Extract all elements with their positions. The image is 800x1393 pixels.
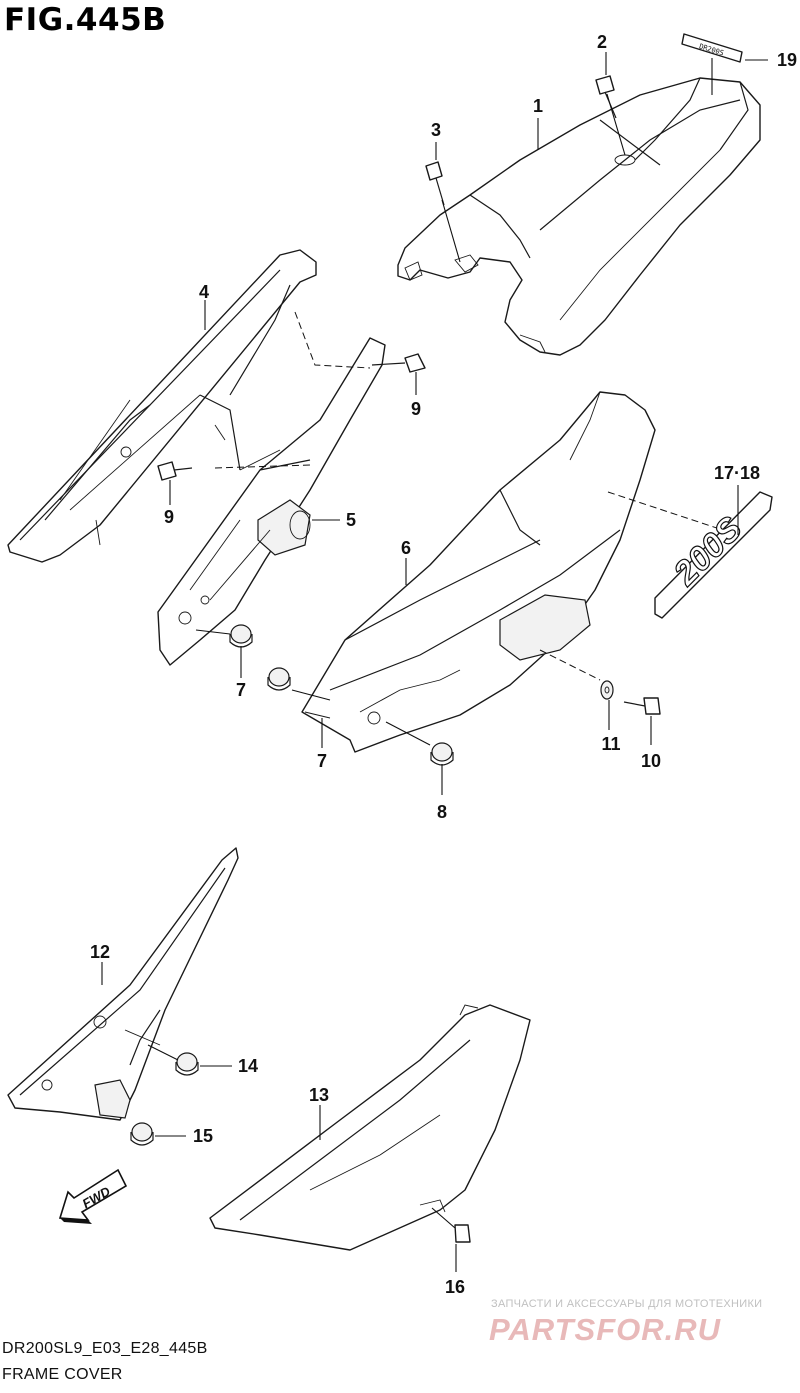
part-7-upper-leader: [195, 629, 231, 635]
part-3-screw[interactable]: [425, 161, 445, 206]
part-7-lower-leader: [291, 689, 331, 701]
part-7-grommet-lower[interactable]: [267, 667, 291, 691]
diagram-name: FRAME COVER: [2, 1366, 123, 1383]
callout-1: 1: [533, 96, 543, 116]
part-12-frame-cover[interactable]: [7, 847, 239, 1121]
callout-8: 8: [437, 802, 447, 822]
part-15-grommet[interactable]: [130, 1122, 154, 1146]
watermark-tagline: ЗАПЧАСТИ И АКСЕССУАРЫ ДЛЯ МОТОТЕХНИКИ: [491, 1298, 763, 1310]
part-11-washer[interactable]: [600, 680, 614, 700]
part-17-18-emblem[interactable]: 200S: [654, 491, 773, 619]
part-4-frame-rail[interactable]: [7, 249, 317, 563]
callout-19: 19: [777, 50, 797, 70]
callout-9-left: 9: [164, 507, 174, 527]
part-3-leader-line: [441, 199, 461, 263]
part-9-dashed-link: [214, 464, 311, 469]
part-6-dashed-link-emblem: [607, 491, 739, 536]
fwd-arrow-icon: FWD: [58, 1168, 128, 1224]
callout-12: 12: [90, 942, 110, 962]
part-9-screw-left[interactable]: [157, 461, 193, 481]
callout-7-lower: 7: [317, 751, 327, 771]
callout-4: 4: [199, 282, 209, 302]
part-10-screw[interactable]: [623, 697, 661, 715]
callout-17-18: 17·18: [714, 463, 760, 483]
part-16-leader: [431, 1207, 456, 1229]
callout-2: 2: [597, 32, 607, 52]
figure-title: FIG.445B: [4, 2, 167, 38]
part-9-screw-right[interactable]: [371, 353, 426, 373]
callout-5: 5: [346, 510, 356, 530]
watermark-logo: PARTSFOR.RU: [489, 1312, 722, 1347]
part-2-screw[interactable]: [595, 75, 617, 119]
callout-10: 10: [641, 751, 661, 771]
callout-7-upper: 7: [236, 680, 246, 700]
part-8-leader-line: [385, 721, 431, 746]
part-16-screw[interactable]: [454, 1224, 471, 1243]
part-8-grommet[interactable]: [430, 742, 454, 766]
part-14-grommet[interactable]: [175, 1052, 199, 1076]
part-6-dashed-link-screw: [539, 649, 601, 681]
callout-11: 11: [601, 734, 620, 754]
callout-16: 16: [445, 1277, 465, 1297]
callout-14: 14: [238, 1056, 258, 1076]
part-5-bracket[interactable]: [157, 337, 386, 666]
callout-6: 6: [401, 538, 411, 558]
callout-3: 3: [431, 120, 441, 140]
part-19-emblem[interactable]: DR200S: [681, 33, 743, 63]
callout-13: 13: [309, 1085, 329, 1105]
part-14-leader-a: [147, 1044, 179, 1061]
part-2-leader-line: [606, 93, 626, 156]
diagram-code: DR200SL9_E03_E28_445B: [2, 1340, 208, 1357]
callout-15: 15: [193, 1126, 213, 1146]
part-13-side-panel[interactable]: [209, 1004, 531, 1251]
part-7-grommet-upper[interactable]: [229, 624, 253, 648]
callout-9-right: 9: [411, 399, 421, 419]
part-1-rear-cover[interactable]: [397, 77, 761, 356]
part-6-side-cover[interactable]: [301, 391, 656, 753]
part-4-5-dashed-link: [294, 311, 371, 369]
